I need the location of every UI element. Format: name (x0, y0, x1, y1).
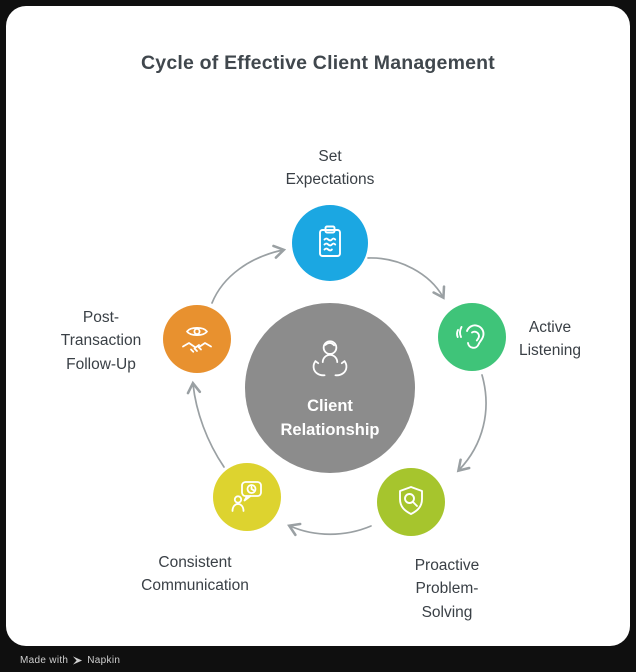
shield-search-icon (399, 486, 423, 515)
node-active-listening (438, 303, 506, 371)
diagram-title: Cycle of Effective Client Management (141, 52, 495, 74)
client-care-icon (312, 339, 348, 376)
node-label-proactive-problem-solving: Proactive Problem- Solving (414, 557, 480, 621)
node-label-post-transaction-follow-up: Post- Transaction Follow-Up (60, 309, 142, 373)
ear-icon (456, 324, 485, 349)
node-label-active-listening: Active Listening (518, 319, 582, 360)
pen-nib-icon (73, 656, 83, 665)
watermark-brand: Napkin (87, 655, 121, 666)
node-consistent-communication (213, 463, 281, 531)
center-label: Client Relationship (280, 396, 380, 439)
person-chat-clock-icon (231, 481, 262, 512)
clipboard-checklist-icon (319, 225, 341, 257)
node-label-set-expectations: Set Expectations (285, 148, 375, 189)
watermark-made-with: Made with (20, 655, 69, 666)
center-node-client-relationship: Client Relationship (245, 303, 415, 473)
node-proactive-problem-solving (377, 468, 445, 536)
eye-handshake-icon (182, 327, 212, 353)
node-post-transaction-follow-up (163, 305, 231, 373)
node-label-consistent-communication: Consistent Communication (141, 554, 249, 595)
node-set-expectations (292, 205, 368, 281)
napkin-watermark: Made with Napkin (20, 655, 120, 666)
